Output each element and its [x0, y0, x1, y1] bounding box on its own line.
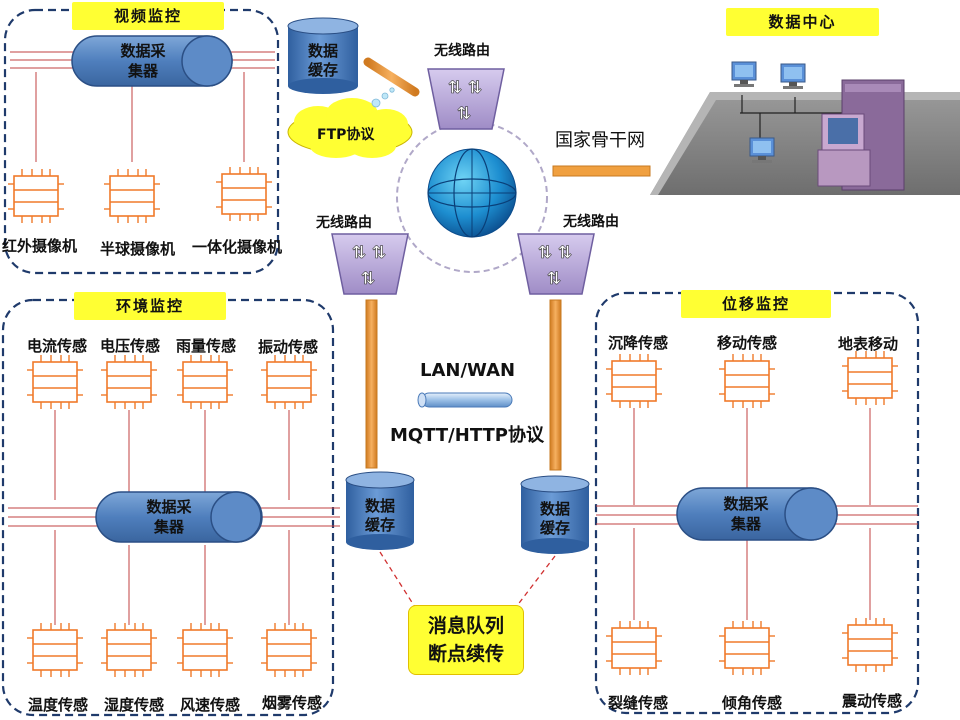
ftp-label: FTP协议 [317, 127, 375, 143]
router-top-label: 无线路由 [434, 43, 490, 59]
queue-note-line2: 断点续传 [427, 643, 504, 665]
environment-data-collector [95, 491, 263, 543]
message-queue-note: 消息队列 断点续传 [408, 605, 524, 675]
env-top-sensor-label: 雨量传感 [176, 337, 237, 355]
top-router-icon [427, 68, 505, 130]
datacenter-illustration [650, 61, 960, 195]
env-bottom-sensor-label: 温度传感 [28, 696, 89, 714]
disp-bottom-sensor-label: 震动传感 [842, 692, 903, 710]
ftp-link-pipe [363, 57, 420, 97]
right-cache-label: 数据缓存 [539, 500, 570, 537]
movement-sensor-icon [718, 353, 776, 409]
env-top-sensor-label: 振动传感 [258, 338, 319, 356]
left-cache-label: 数据缓存 [364, 497, 395, 534]
surface-movement-sensor-icon [841, 350, 899, 406]
right-vertical-pipe [549, 299, 562, 471]
displacement-collector-label: 数据采集器 [723, 495, 769, 533]
displacement-section-title: 位移监控 [681, 290, 831, 318]
disp-bottom-sensor-label: 裂缝传感 [608, 694, 669, 712]
mqtt-http-label: MQTT/HTTP协议 [390, 425, 544, 446]
disp-top-sensor-label: 沉降传感 [608, 334, 669, 352]
left-cache-cylinder [345, 471, 415, 550]
left-router-icon [331, 233, 409, 295]
settlement-sensor-icon [605, 353, 663, 409]
environment-collector-label: 数据采集器 [146, 498, 192, 536]
video-data-collector [71, 35, 233, 87]
router-right-label: 无线路由 [563, 214, 619, 230]
disp-bottom-sensor-label: 倾角传感 [722, 694, 783, 712]
infrared-camera-icon [7, 168, 65, 224]
lan-wan-label: LAN/WAN [420, 360, 516, 381]
right-router-icon [517, 233, 595, 295]
backbone-label: 国家骨干网 [555, 130, 645, 151]
top-cache-label: 数据缓存 [307, 42, 338, 79]
video-section-title: 视频监控 [72, 2, 224, 30]
backbone-pipe [552, 165, 651, 177]
ftp-cloud [287, 87, 413, 158]
datacenter-title: 数据中心 [726, 8, 879, 36]
right-cache-cylinder [520, 475, 590, 554]
left-vertical-pipe [365, 299, 378, 469]
lan-wan-link [417, 392, 513, 408]
environment-section-title: 环境监控 [74, 292, 226, 320]
rain-sensor-icon [176, 354, 234, 410]
current-sensor-icon [26, 354, 84, 410]
env-bottom-sensor-label: 湿度传感 [104, 696, 165, 714]
tilt-sensor-icon [718, 620, 776, 676]
integrated-camera-icon [215, 166, 273, 222]
camera-label-infrared: 红外摄像机 [2, 237, 78, 255]
env-bottom-sensor-label: 烟雾传感 [262, 694, 323, 712]
tremor-sensor-icon [841, 617, 899, 673]
camera-label-dome: 半球摄像机 [100, 240, 176, 258]
vibration-sensor-icon [260, 354, 318, 410]
humidity-sensor-icon [100, 622, 158, 678]
top-cache-cylinder [287, 17, 359, 94]
crack-sensor-icon [605, 620, 663, 676]
wind-sensor-icon [176, 622, 234, 678]
temperature-sensor-icon [26, 622, 84, 678]
displacement-data-collector [676, 487, 838, 541]
disp-top-sensor-label: 地表移动 [838, 335, 899, 353]
env-top-sensor-label: 电压传感 [100, 337, 161, 355]
camera-label-integrated: 一体化摄像机 [192, 238, 283, 256]
queue-note-line1: 消息队列 [427, 615, 504, 637]
dome-camera-icon [103, 168, 161, 224]
env-top-sensor-label: 电流传感 [27, 337, 88, 355]
video-collector-label: 数据采集器 [120, 42, 166, 80]
internet-globe-icon [427, 148, 517, 238]
voltage-sensor-icon [100, 354, 158, 410]
smoke-sensor-icon [260, 622, 318, 678]
env-bottom-sensor-label: 风速传感 [180, 696, 241, 714]
disp-top-sensor-label: 移动传感 [717, 334, 778, 352]
router-left-label: 无线路由 [316, 215, 372, 231]
